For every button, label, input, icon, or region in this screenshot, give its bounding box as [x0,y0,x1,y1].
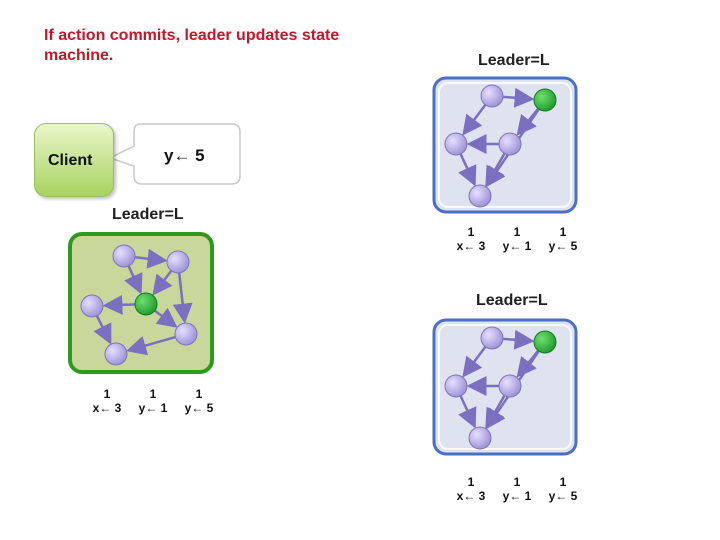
cluster-panel-bottom-right [432,318,578,456]
follower-node [498,374,522,398]
slide-title: If action commits, leader updates state … [44,27,340,64]
log-command: x← 3 [456,489,486,503]
log-index: 1 [195,387,203,401]
log-command: y← 1 [502,239,532,253]
follower-node [174,322,198,346]
follower-node [444,374,468,398]
log-index: 1 [467,475,475,489]
log-command: y← 1 [138,401,168,415]
leader-node [533,88,557,112]
edge-arrow [458,153,477,187]
edge-arrow [134,248,168,269]
follower-node [112,244,136,268]
edge-arrow [172,272,193,324]
follower-node [480,326,504,350]
leader-label-left: Leader=L [112,206,184,223]
edge-arrow [462,104,487,136]
edge-arrow [516,349,540,378]
edge-arrow [102,294,136,315]
edge-arrow [502,329,535,350]
follower-node [166,250,190,274]
follower-node [80,294,104,318]
log-command: y← 5 [548,239,578,253]
log-index: 1 [513,225,521,239]
log-command: x← 3 [92,401,122,415]
log-command: x← 3 [456,239,486,253]
edge-arrow [502,87,535,108]
leader-label-bottom-right: Leader=L [476,292,548,309]
leader-node [533,330,557,354]
log-index: 1 [513,475,521,489]
edge-arrow [124,265,143,295]
cluster-panel-top-right [432,76,578,214]
log-command: y← 1 [502,489,532,503]
follower-node [468,426,492,450]
bubble-command: y← 5 [164,146,205,165]
log-index: 1 [559,475,567,489]
follower-node [444,132,468,156]
speech-bubble [108,123,241,185]
log-index: 1 [559,225,567,239]
cluster-panel-leader [68,232,214,374]
follower-node [468,184,492,208]
follower-node [498,132,522,156]
edge-arrow [516,107,540,136]
leader-node [134,292,158,316]
leader-label-top-right: Leader=L [478,52,550,69]
edge-arrow [93,315,112,345]
edge-arrow [458,395,477,429]
log-index: 1 [103,387,111,401]
log-command: y← 5 [184,401,214,415]
edge-arrow [154,307,178,328]
edge-arrow [152,269,173,296]
edge-arrow [462,346,487,378]
follower-node [480,84,504,108]
client-box[interactable] [34,123,114,197]
edge-arrow [126,335,176,356]
client-label: Client [48,152,93,169]
log-command: y← 5 [548,489,578,503]
follower-node [104,342,128,366]
log-index: 1 [149,387,157,401]
log-index: 1 [467,225,475,239]
